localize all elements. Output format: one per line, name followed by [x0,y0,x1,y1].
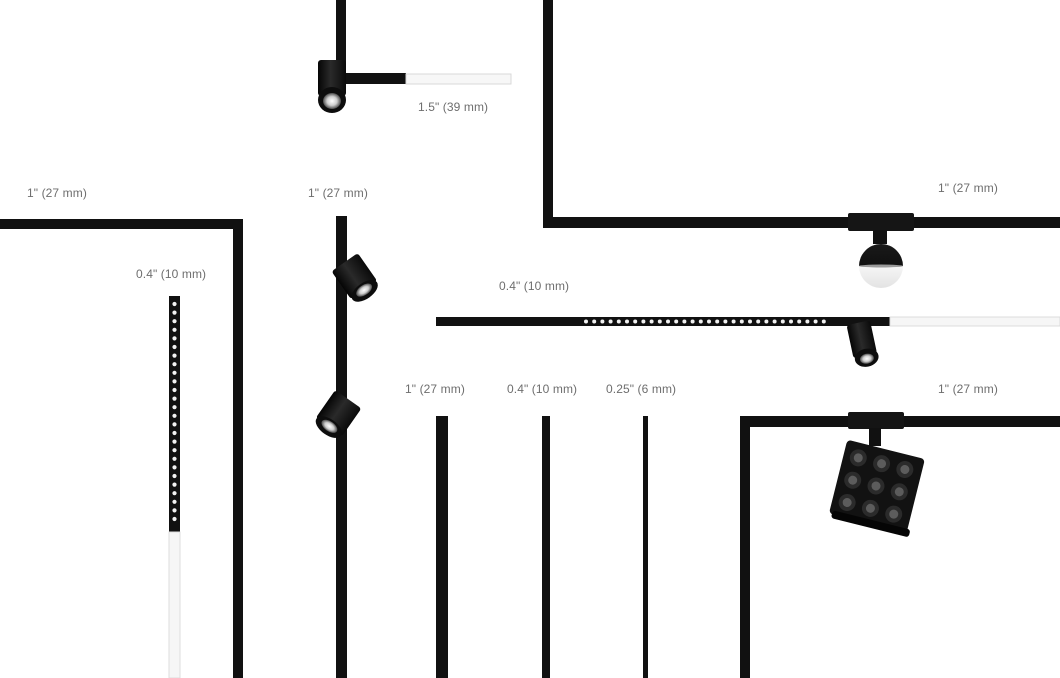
led-strip-vertical [168,296,181,678]
led-dot [739,319,744,324]
profile-1-inch [436,416,448,678]
profile-0-25-inch [643,416,648,678]
flood-lens [848,475,858,485]
led-dot [821,319,826,324]
led-dot [780,319,785,324]
led-dot [172,301,177,307]
dimension-label-0-4-bottom: 0.4" (10 mm) [507,382,578,396]
led-dot [172,310,177,315]
led-dot [698,319,703,324]
led-dot [707,319,711,324]
led-dot [649,319,654,324]
flood-lens [871,481,881,491]
led-dot [625,319,629,324]
led-dot [772,319,777,324]
led-dot [748,319,752,324]
led-dot [172,319,177,324]
led-dot [690,319,695,324]
led-dot [789,319,793,324]
pendant-dome-light [859,244,903,288]
dimension-label-1-top-center: 1" (27 mm) [308,186,368,200]
flood-lens [894,487,904,497]
dimension-label-0-4-left: 0.4" (10 mm) [136,267,207,281]
dimension-label-0-25-bottom: 0.25" (6 mm) [606,382,677,396]
track-left-l [0,219,243,678]
led-dot [172,336,177,341]
led-dot [172,482,177,487]
led-dot [600,319,605,324]
led-dot [723,319,728,324]
led-dots-horizontal [584,319,826,324]
track-bottom-right-l [740,412,1060,678]
led-dot [172,396,177,401]
track-1-5-inch [336,0,512,85]
led-dot [172,499,177,504]
dimension-label-1-top-right: 1" (27 mm) [938,181,998,195]
spotlight-horizontal-strip [847,320,879,367]
led-dot [813,319,818,324]
led-dot [172,370,177,375]
led-dot [172,516,177,522]
profile-0-4-inch [542,416,550,678]
led-dot [715,319,720,324]
led-dot [682,319,687,324]
led-dot [172,379,177,384]
spotlight-top [318,60,346,113]
dimension-label-1-bottom-right: 1" (27 mm) [938,382,998,396]
led-dot [797,319,802,324]
led-dot [674,319,679,324]
dimension-label-1-5: 1.5" (39 mm) [418,100,489,114]
led-dot [172,439,177,444]
led-dot [172,405,177,410]
led-dot [172,473,177,479]
dimension-label-1-bottom: 1" (27 mm) [405,382,465,396]
flood-lens [889,509,899,519]
led-dot [172,422,177,427]
led-dot [172,508,177,513]
led-dot [172,430,177,436]
led-dot [172,353,177,358]
square-flood-light [829,440,925,537]
spotlight-center-upper [332,254,378,302]
led-strip-horizontal [436,316,1060,327]
flood-lens [865,503,875,513]
led-dot [584,319,588,324]
led-dot [172,362,177,367]
led-dot [172,465,177,470]
led-dot [641,319,646,324]
track-center-vertical [336,216,347,678]
led-dot [731,319,736,324]
track-top-right-l [543,0,1060,244]
led-dot [666,319,670,324]
flood-lens [877,459,887,469]
led-dot [805,319,810,324]
led-dot [633,319,638,324]
led-dot [172,448,177,453]
led-dot [172,344,177,350]
dimension-label-1-top-left: 1" (27 mm) [27,186,87,200]
spotlight-center-lower [315,391,361,438]
led-dot [172,413,177,418]
led-dot [172,387,177,393]
led-dot [764,319,769,324]
led-dot [172,456,177,461]
dimension-label-0-4-center: 0.4" (10 mm) [499,279,570,293]
flood-lens [900,464,910,474]
led-dot [616,319,621,324]
led-dot [172,327,177,332]
led-dot [608,319,613,324]
flood-lens [842,498,852,508]
led-dot [657,319,662,324]
led-dot [756,319,761,324]
led-dots-vertical [172,301,177,522]
led-dot [592,319,597,324]
flood-lens [853,453,863,463]
led-dot [172,491,177,496]
